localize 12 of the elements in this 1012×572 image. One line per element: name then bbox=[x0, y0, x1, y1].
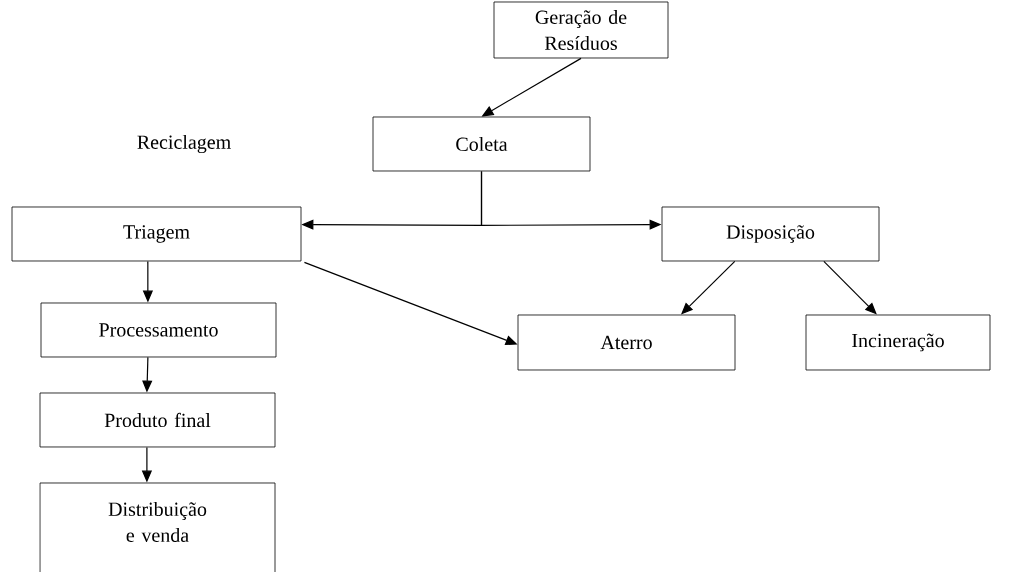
process-box: Produto final bbox=[39, 392, 276, 448]
arrow bbox=[823, 260, 877, 315]
process-box: Coleta bbox=[372, 116, 591, 172]
process-box: Geração de Resíduos bbox=[493, 1, 669, 59]
process-box: Distribuição e venda bbox=[39, 482, 276, 572]
process-box: Disposição bbox=[661, 206, 880, 262]
process-box: Triagem bbox=[11, 206, 302, 262]
process-box: Processamento bbox=[40, 302, 277, 358]
section-label: Reciclagem bbox=[137, 134, 231, 154]
process-box: Incineração bbox=[805, 314, 991, 371]
process-box: Aterro bbox=[517, 314, 736, 371]
arrow bbox=[681, 260, 736, 315]
